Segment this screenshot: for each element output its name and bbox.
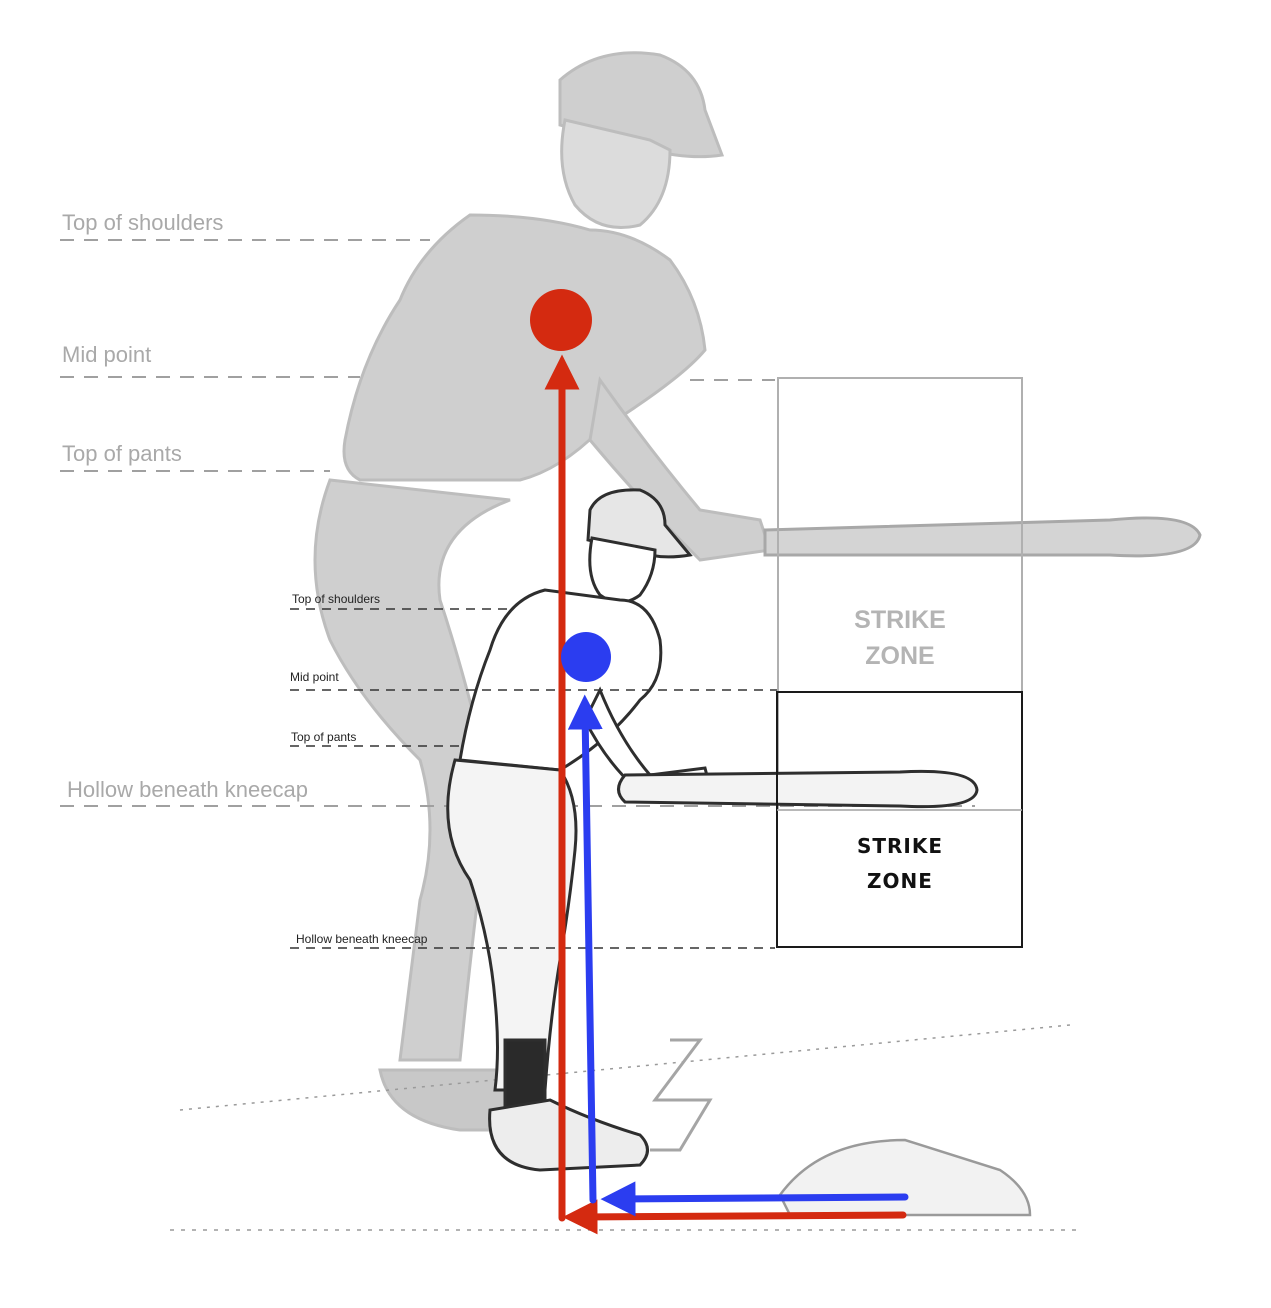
blue-arrow-path	[567, 694, 909, 1217]
home-plate-icon	[778, 1138, 1032, 1217]
front-label-top-of-pants: Top of pants	[291, 730, 356, 744]
front-strike-zone-line1: STRIKE	[857, 834, 943, 858]
back-label-top-of-pants: Top of pants	[62, 441, 182, 466]
blue-endpoint-dot	[561, 632, 611, 682]
front-head	[588, 536, 657, 604]
front-strike-zone-line2: ZONE	[867, 869, 933, 893]
back-label-top-of-shoulders: Top of shoulders	[62, 210, 223, 235]
front-label-mid-point: Mid point	[290, 670, 339, 684]
field-ground	[170, 1024, 1080, 1231]
front-bat-icon	[617, 769, 979, 809]
back-label-hollow-beneath-kneecap: Hollow beneath kneecap	[67, 777, 308, 802]
back-label-mid-point: Mid point	[62, 342, 151, 367]
back-pants	[313, 478, 511, 1062]
front-strike-zone-box	[776, 691, 1023, 948]
back-bat-icon	[763, 516, 1202, 558]
red-arrow-path	[544, 354, 907, 1235]
red-endpoint-dot	[530, 289, 592, 351]
front-label-top-of-shoulders: Top of shoulders	[292, 592, 380, 606]
back-torso	[342, 213, 707, 482]
back-strike-zone-line2: ZONE	[865, 642, 934, 670]
front-shoe	[488, 1098, 649, 1172]
front-guide-lines	[290, 608, 777, 949]
back-strike-zone-box	[777, 377, 1023, 811]
back-strike-zone-line1: STRIKE	[854, 606, 946, 634]
back-head	[560, 118, 672, 229]
front-batter-figure	[446, 488, 714, 1172]
back-batter-figure	[313, 51, 772, 1132]
front-label-hollow-beneath-kneecap: Hollow beneath kneecap	[296, 932, 428, 946]
